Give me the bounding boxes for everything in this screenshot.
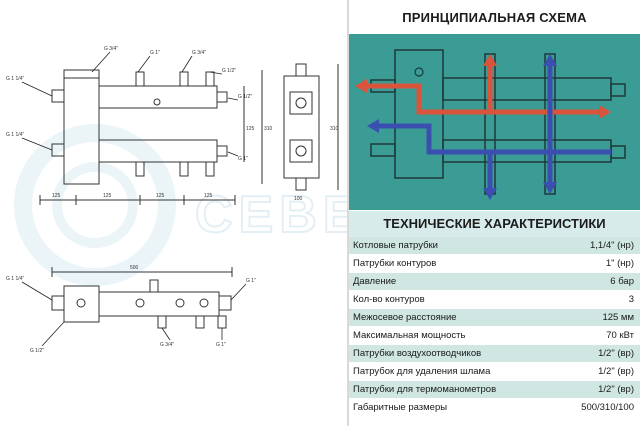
label-top-pipe-4: G 1/2": [222, 68, 236, 74]
flow-scheme-svg: [355, 49, 626, 200]
spec-value: 1/2" (вр): [598, 366, 634, 377]
spec-value: 6 бар: [610, 276, 634, 287]
label-dim-height: 310: [330, 126, 339, 132]
spec-row: Патрубки воздухоотводчиков 1/2" (вр): [349, 345, 640, 363]
label-right-side: G 1/2": [238, 94, 252, 100]
leader-lines-top: [21, 51, 239, 157]
label-dim-side-a: 125: [246, 126, 255, 132]
label-front-left: G 1 1/4": [6, 276, 24, 282]
spec-row: Патрубки для термоманометров 1/2" (вр): [349, 381, 640, 399]
specs-title: ТЕХНИЧЕСКИЕ ХАРАКТЕРИСТИКИ: [349, 211, 640, 237]
right-stub-top: [610, 83, 626, 97]
spec-row: Максимальная мощность 70 кВт: [349, 327, 640, 345]
spec-label: Патрубок для удаления шлама: [353, 366, 491, 377]
spec-value: 125 мм: [602, 312, 634, 323]
hot-arrow-right: [599, 105, 611, 119]
supply-pipe: [442, 77, 612, 101]
label-top-pipe-3: G 3/4": [192, 50, 206, 56]
spec-label: Патрубки воздухоотводчиков: [353, 348, 482, 359]
spec-value: 500/310/100: [581, 402, 634, 413]
cold-flow-main: [379, 123, 611, 155]
air-vent-port: [414, 67, 424, 77]
spec-value: 70 кВт: [606, 330, 634, 341]
label-front-bottom-1: G 1/2": [30, 348, 44, 354]
spec-value: 1/2" (вр): [598, 348, 634, 359]
scheme-title: ПРИНЦИПИАЛЬНАЯ СХЕМА: [402, 10, 587, 25]
labels-top: G 1 1/4" G 1 1/4" G 3/4" G 1" G 3/4" G 1…: [6, 46, 273, 199]
label-dim-side-b: 310: [264, 126, 273, 132]
spec-value: 1" (нр): [605, 258, 634, 269]
hot-flow: [367, 64, 599, 115]
panel-divider: [347, 0, 349, 426]
cold-arrow-up: [543, 54, 557, 66]
spec-label: Кол-во контуров: [353, 294, 425, 305]
watermark-logo: CEBEP: [14, 124, 347, 286]
hot-arrow-up: [483, 54, 497, 66]
watermark-text: CEBEP: [195, 186, 347, 244]
label-bottom-right: G 1": [238, 156, 248, 162]
spec-label: Патрубки контуров: [353, 258, 437, 269]
spec-row: Межосевое расстояние 125 мм: [349, 309, 640, 327]
spec-value: 3: [628, 294, 634, 305]
specs-table: Котловые патрубки 1,1/4" (нр) Патрубки кон…: [349, 237, 640, 417]
drawing-svg: CEBEP: [6, 46, 347, 354]
label-top-left-upper: G 1 1/4": [6, 76, 24, 82]
right-stub-bottom: [610, 145, 626, 159]
cold-arrow-left: [367, 119, 379, 133]
cold-flow: [379, 64, 611, 190]
spec-row: Давление 6 бар: [349, 273, 640, 291]
label-top-pipe-1: G 3/4": [104, 46, 118, 52]
spec-value: 1,1/4" (нр): [590, 240, 634, 251]
info-panel: ПРИНЦИПИАЛЬНАЯ СХЕМА: [349, 0, 640, 426]
cold-arrow-down-2: [483, 188, 497, 200]
spec-row: Патрубок для удаления шлама 1/2" (вр): [349, 363, 640, 381]
technical-drawing: CEBEP: [6, 46, 347, 354]
label-dim-spacing-2: 125: [103, 193, 112, 199]
label-front-right: G 1": [246, 278, 256, 284]
spec-label: Габаритные размеры: [353, 402, 448, 413]
hot-arrow-left: [355, 79, 367, 93]
spec-row: Котловые патрубки 1,1/4" (нр): [349, 237, 640, 255]
spec-row: Патрубки контуров 1" (нр): [349, 255, 640, 273]
spec-label: Межосевое расстояние: [353, 312, 457, 323]
label-dim-width: 500: [130, 265, 139, 271]
spec-label: Максимальная мощность: [353, 330, 466, 341]
label-dim-spacing-4: 125: [204, 193, 213, 199]
cold-arrow-down: [543, 182, 557, 194]
spec-value: 1/2" (вр): [598, 384, 634, 395]
spec-label: Патрубки для термоманометров: [353, 384, 497, 395]
label-dim-spacing-3: 125: [156, 193, 165, 199]
spec-row: Кол-во контуров 3: [349, 291, 640, 309]
spec-label: Котловые патрубки: [353, 240, 438, 251]
front-view: [51, 267, 233, 329]
label-dim-depth: 100: [294, 196, 303, 202]
labels-front: G 1 1/4" G 1" G 1/2" G 3/4" G 1" 500 310…: [6, 126, 339, 354]
leader-lines-front: [21, 281, 247, 347]
label-dim-spacing-1: 125: [52, 193, 61, 199]
spec-label: Давление: [353, 276, 397, 287]
boiler-stub-bottom: [370, 143, 396, 157]
label-top-left-lower: G 1 1/4": [6, 132, 24, 138]
label-front-bottom-2: G 3/4": [160, 342, 174, 348]
hot-flow-main: [367, 83, 599, 115]
flow-scheme: [349, 34, 640, 210]
spec-row: Габаритные размеры 500/310/100: [349, 399, 640, 417]
label-front-bottom-3: G 1": [216, 342, 226, 348]
label-top-pipe-2: G 1": [150, 50, 160, 56]
